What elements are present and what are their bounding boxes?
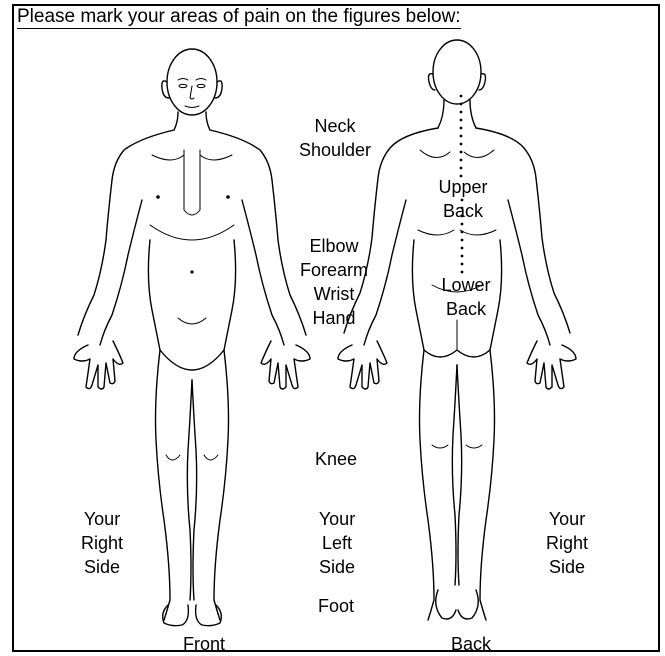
label-upper-back-line2: Back: [438, 199, 487, 223]
label-side: Side: [81, 555, 123, 579]
label-your: Your: [81, 507, 123, 531]
label-lower-back-line2: Back: [441, 297, 490, 321]
label-forearm: Forearm: [300, 258, 368, 282]
label-hand: Hand: [312, 306, 355, 330]
label-right: Right: [546, 531, 588, 555]
label-front-your-right-side: Your Right Side: [81, 507, 123, 579]
label-lower-back: Lower Back: [441, 273, 490, 321]
label-wrist: Wrist: [314, 282, 355, 306]
label-side: Side: [546, 555, 588, 579]
label-foot: Foot: [318, 594, 354, 618]
label-shoulder: Shoulder: [299, 138, 371, 162]
label-elbow: Elbow: [309, 234, 358, 258]
label-side: Side: [319, 555, 355, 579]
label-neck: Neck: [314, 114, 355, 138]
label-your: Your: [546, 507, 588, 531]
label-back-your-right-side: Your Right Side: [546, 507, 588, 579]
label-upper-back-line1: Upper: [438, 175, 487, 199]
label-your-left-side: Your Left Side: [319, 507, 355, 579]
label-lower-back-line1: Lower: [441, 273, 490, 297]
label-right: Right: [81, 531, 123, 555]
label-your: Your: [319, 507, 355, 531]
label-knee: Knee: [315, 447, 357, 471]
label-left: Left: [319, 531, 355, 555]
label-back: Back: [451, 632, 491, 656]
label-front: Front: [183, 632, 225, 656]
back-body-figure[interactable]: [338, 40, 576, 620]
label-upper-back: Upper Back: [438, 175, 487, 223]
